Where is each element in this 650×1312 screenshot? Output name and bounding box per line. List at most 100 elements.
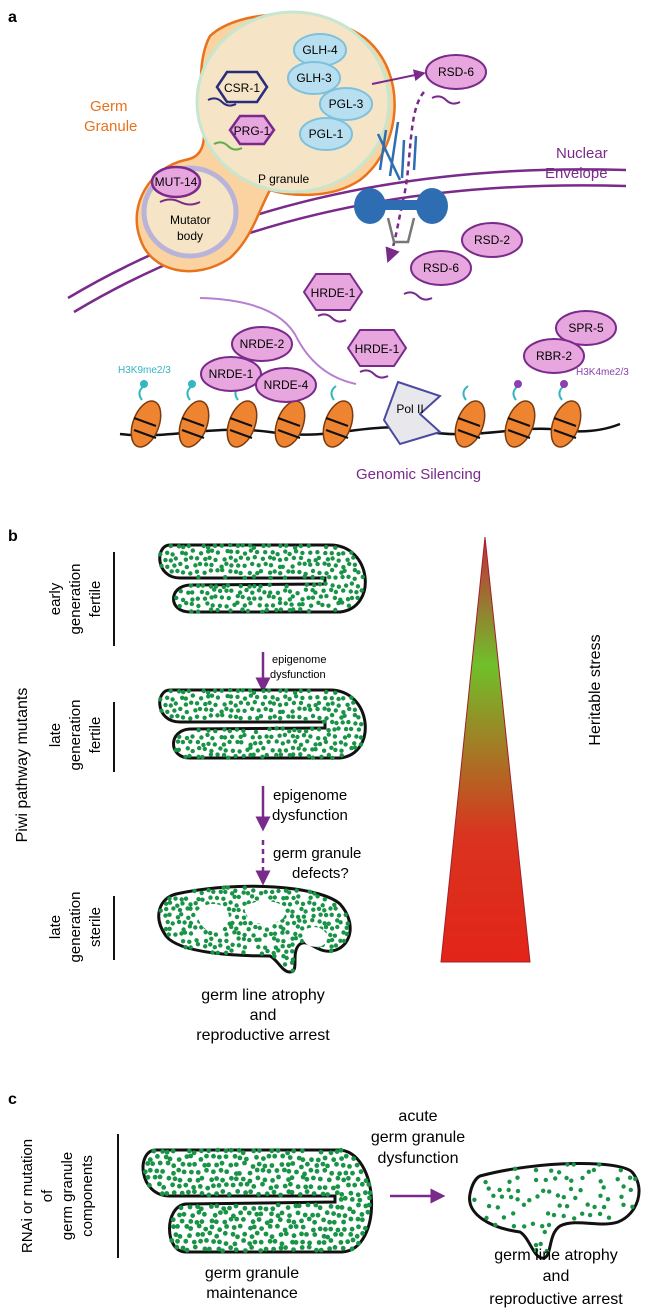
germ-nucleus bbox=[316, 600, 321, 605]
histone-mark bbox=[188, 380, 196, 388]
germ-nucleus bbox=[195, 906, 200, 911]
germ-nucleus bbox=[333, 747, 338, 753]
germ-nucleus bbox=[230, 748, 236, 753]
germ-nucleus bbox=[285, 930, 290, 935]
germ-nucleus bbox=[325, 1163, 330, 1169]
pgl3-protein bbox=[319, 87, 373, 121]
germ-nucleus bbox=[222, 735, 228, 740]
germ-nucleus bbox=[176, 544, 182, 549]
germ-nucleus bbox=[206, 694, 211, 699]
germ-nucleus bbox=[287, 753, 292, 758]
germ-nucleus bbox=[350, 1170, 355, 1176]
germ-nucleus bbox=[355, 595, 360, 600]
germ-nucleus bbox=[188, 1226, 194, 1231]
germ-nucleus bbox=[270, 695, 275, 700]
germ-nucleus bbox=[196, 574, 201, 580]
germ-nucleus bbox=[308, 1167, 314, 1173]
germ-nucleus bbox=[263, 889, 268, 895]
germ-nucleus bbox=[267, 726, 272, 732]
germ-nucleus bbox=[198, 1157, 204, 1162]
germ-nucleus bbox=[241, 915, 247, 920]
hrde1-b-label: HRDE-1 bbox=[355, 342, 400, 356]
germ-nucleus bbox=[298, 555, 304, 561]
germ-nucleus bbox=[533, 1242, 539, 1248]
germ-nucleus bbox=[306, 558, 312, 563]
germ-nucleus bbox=[347, 706, 352, 712]
germ-nucleus bbox=[289, 914, 295, 919]
csr1-rna bbox=[207, 97, 237, 107]
germ-nucleus bbox=[344, 925, 349, 930]
germ-nucleus bbox=[328, 906, 333, 911]
germ-nucleus bbox=[197, 706, 203, 712]
germ-nucleus bbox=[333, 607, 338, 613]
germ-nucleus bbox=[307, 889, 313, 894]
germ-nucleus bbox=[238, 921, 243, 926]
germ-nucleus bbox=[213, 702, 218, 708]
germ-nucleus bbox=[337, 1171, 342, 1176]
late-sterile-label-3: sterile bbox=[87, 907, 104, 947]
germ-nucleus bbox=[157, 1181, 162, 1187]
germ-nucleus bbox=[336, 913, 342, 918]
germ-nucleus bbox=[308, 1184, 314, 1190]
germ-nucleus bbox=[615, 1177, 620, 1182]
germ-nucleus bbox=[194, 938, 199, 943]
hrde1-b-rna bbox=[359, 369, 389, 379]
germ-nucleus bbox=[336, 726, 341, 731]
spr5-label: SPR-5 bbox=[568, 321, 604, 335]
germ-nucleus bbox=[216, 1246, 222, 1252]
arrow1-label-2: dysfunction bbox=[270, 669, 326, 681]
germ-nucleus bbox=[335, 918, 340, 923]
germ-nucleus bbox=[352, 567, 358, 573]
germ-nucleus bbox=[184, 1154, 190, 1159]
germ-nucleus bbox=[349, 1197, 355, 1202]
hrde1-a-label: HRDE-1 bbox=[311, 286, 356, 300]
germ-nucleus bbox=[203, 707, 209, 712]
germ-nucleus bbox=[217, 1154, 222, 1160]
germ-nucleus bbox=[254, 1230, 260, 1236]
germ-nucleus bbox=[329, 712, 335, 718]
germ-nucleus bbox=[309, 1157, 314, 1163]
germ-nucleus bbox=[315, 1212, 321, 1218]
germ-nucleus bbox=[283, 1245, 288, 1250]
germ-nucleus bbox=[322, 1167, 328, 1173]
germ-nucleus bbox=[254, 549, 260, 555]
germ-nucleus bbox=[334, 1161, 339, 1167]
germ-nucleus bbox=[363, 1225, 368, 1231]
germ-nucleus bbox=[235, 600, 240, 605]
germ-nucleus bbox=[542, 1229, 547, 1235]
germ-nucleus bbox=[290, 714, 296, 719]
germ-nucleus bbox=[257, 1148, 262, 1153]
germ-nucleus bbox=[218, 1167, 224, 1173]
germ-nucleus bbox=[315, 1157, 321, 1163]
germ-nucleus bbox=[347, 561, 352, 567]
germ-nucleus bbox=[222, 901, 228, 907]
germ-nucleus bbox=[260, 556, 266, 561]
germ-nucleus bbox=[180, 597, 186, 603]
nrde2-label: NRDE-2 bbox=[240, 337, 285, 351]
germ-nucleus bbox=[251, 1184, 257, 1189]
germ-nucleus bbox=[284, 584, 289, 589]
germ-nucleus bbox=[270, 603, 276, 608]
germ-nucleus bbox=[286, 1168, 292, 1174]
germ-nucleus bbox=[177, 603, 182, 609]
germ-nucleus bbox=[522, 1224, 527, 1229]
heritable-stress-label: Heritable stress bbox=[587, 634, 604, 745]
germ-nucleus bbox=[331, 1185, 336, 1191]
germ-nucleus bbox=[286, 943, 292, 949]
germ-nucleus bbox=[228, 555, 233, 560]
germ-nucleus bbox=[293, 549, 299, 554]
germ-nucleus bbox=[202, 570, 207, 575]
histone-mark bbox=[514, 380, 522, 388]
germ-nucleus bbox=[549, 1168, 554, 1173]
germ-nucleus bbox=[236, 1148, 242, 1153]
germ-nucleus bbox=[192, 1161, 198, 1167]
germ-nucleus bbox=[233, 888, 238, 893]
germ-nucleus bbox=[316, 727, 322, 732]
germ-nucleus bbox=[290, 1161, 296, 1166]
germ-nucleus bbox=[264, 927, 270, 932]
germ-nucleus bbox=[177, 1183, 182, 1189]
germ-nucleus bbox=[234, 914, 240, 920]
glh3-label: GLH-3 bbox=[296, 71, 332, 85]
germ-nucleus bbox=[336, 558, 341, 563]
